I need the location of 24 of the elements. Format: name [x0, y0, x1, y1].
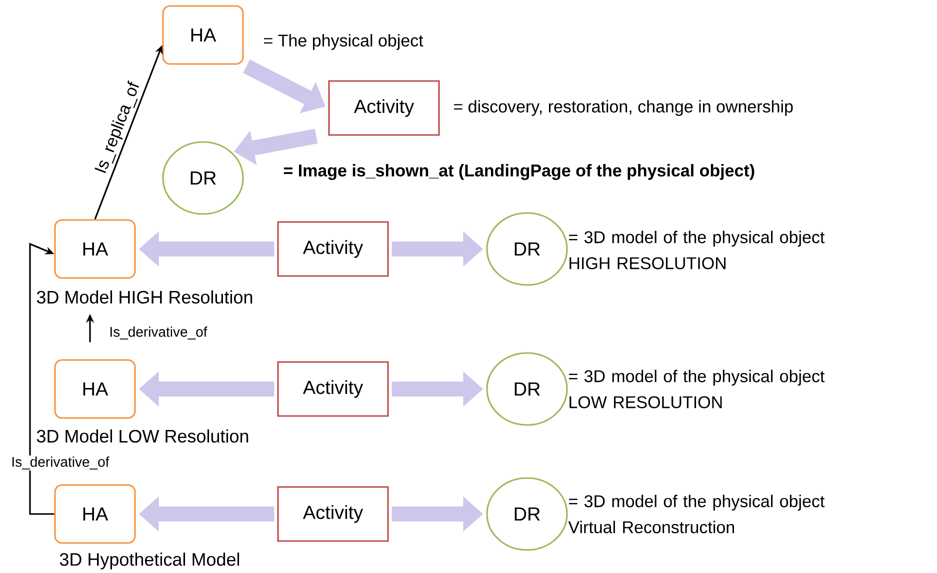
ellipse-node: DR: [486, 212, 568, 286]
caption-text: 3D Model HIGH Resolution: [36, 290, 252, 304]
process-box: Activity: [277, 361, 389, 417]
ellipse-node: DR: [486, 477, 568, 551]
rounded-box: HA: [162, 5, 244, 65]
rounded-box: HA: [54, 484, 136, 544]
process-box: Activity: [277, 486, 389, 542]
description-text: = Image is_shown_at (LandingPage of the physical object): [284, 164, 754, 180]
caption-text: 3D Model LOW Resolution: [36, 429, 248, 443]
description-text: = The physical object: [264, 34, 424, 50]
process-box: Activity: [277, 221, 389, 277]
edge-label: Is_derivative_of: [110, 326, 208, 340]
ellipse-node: DR: [162, 141, 244, 215]
description-text: = discovery, restoration, change in ownership: [454, 100, 793, 116]
description-text: = 3D model of the physical object Virtual Reconstruction: [568, 494, 825, 534]
process-box: Activity: [328, 80, 440, 136]
edge-label: Is_derivative_of: [12, 456, 110, 470]
rounded-box: HA: [54, 359, 136, 419]
ellipse-node: DR: [486, 352, 568, 426]
caption-text: 3D Hypothetical Model: [60, 552, 240, 570]
description-text: = 3D model of the physical object LOW RESOLUTION: [569, 370, 825, 408]
arrow: [29, 242, 54, 515]
rounded-box: HA: [54, 219, 136, 279]
description-text: = 3D model of the physical object HIGH RESOLUTION: [569, 230, 825, 270]
